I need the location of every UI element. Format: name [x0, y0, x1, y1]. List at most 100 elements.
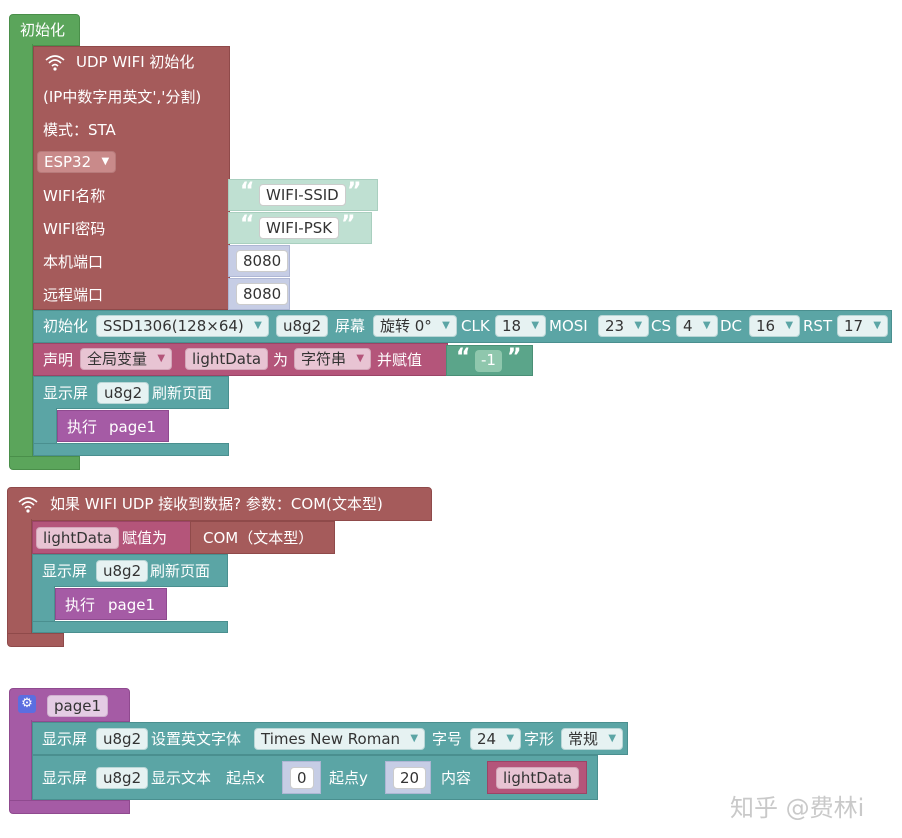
refresh-display-name[interactable]: u8g2	[97, 382, 150, 404]
event-refresh-spine	[32, 586, 55, 622]
refresh-display-label: 显示屏	[43, 384, 89, 402]
procedure-spine	[9, 720, 32, 804]
setup-refresh-foot	[33, 443, 229, 456]
udp-event-foot	[7, 633, 64, 647]
gear-icon[interactable]: ⚙	[18, 695, 36, 713]
show-text-display-name[interactable]: u8g2	[96, 767, 149, 789]
refresh-display-label: 显示屏	[42, 562, 88, 580]
chevron-down-icon: ▼	[785, 320, 794, 331]
chevron-down-icon: ▼	[531, 320, 540, 331]
assign-to-label: 赋值为	[122, 529, 168, 547]
procedure-name-input[interactable]: page1	[47, 695, 109, 717]
chevron-down-icon: ▼	[702, 320, 711, 331]
ip-note: (IP中数字用英文','分割)	[43, 88, 202, 106]
setup-block-label: 初始化	[20, 21, 66, 39]
local-port-label: 本机端口	[43, 253, 104, 271]
setup-refresh-spine	[33, 408, 57, 444]
chevron-down-icon: ▼	[506, 733, 515, 744]
psk-input[interactable]: WIFI-PSK	[259, 217, 340, 239]
setup-block-foot	[9, 456, 80, 470]
declare-label: 声明	[43, 351, 74, 369]
set-font-action-label: 设置英文字体	[151, 730, 242, 748]
ssid-input[interactable]: WIFI-SSID	[259, 184, 346, 206]
udp-receive-event-block[interactable]	[7, 487, 432, 521]
set-font-display-label: 显示屏	[42, 730, 88, 748]
setup-exec-page-block[interactable]	[57, 410, 169, 442]
exec-label: 执行	[67, 418, 98, 436]
udp-event-spine	[7, 519, 32, 641]
open-quote-icon: “	[240, 179, 255, 204]
cs-pin-dropdown[interactable]: 4▼	[676, 315, 718, 337]
rst-pin-dropdown[interactable]: 17▼	[837, 315, 889, 337]
chevron-down-icon: ▼	[634, 320, 643, 331]
exec-page-name: page1	[108, 596, 156, 614]
x-input[interactable]: 0	[290, 767, 314, 789]
display-name-input[interactable]: u8g2	[276, 315, 329, 337]
remote-port-input[interactable]: 8080	[236, 283, 289, 305]
open-quote-icon: “	[240, 212, 255, 237]
font-size-dropdown[interactable]: 24▼	[470, 728, 522, 750]
close-quote-icon: ”	[507, 345, 522, 370]
type-dropdown[interactable]: 字符串▼	[294, 348, 372, 370]
udp-wifi-init-block[interactable]	[33, 46, 230, 310]
event-refresh-foot	[32, 621, 228, 633]
y-input[interactable]: 20	[393, 767, 427, 789]
chevron-down-icon: ▼	[101, 156, 110, 167]
assign-label: 并赋值	[377, 351, 423, 369]
wifi-icon	[45, 55, 65, 71]
chevron-down-icon: ▼	[356, 353, 365, 364]
x-label: 起点x	[226, 769, 265, 787]
refresh-action-label: 刷新页面	[150, 562, 211, 580]
chevron-down-icon: ▼	[254, 320, 262, 331]
exec-label: 执行	[65, 596, 96, 614]
content-label: 内容	[441, 769, 472, 787]
psk-label: WIFI密码	[43, 220, 106, 238]
board-dropdown[interactable]: ESP32 ▼	[37, 151, 117, 173]
com-value-label: COM（文本型）	[203, 529, 314, 547]
font-style-dropdown[interactable]: 常规▼	[561, 728, 624, 750]
rst-label: RST	[803, 317, 833, 335]
font-size-label: 字号	[432, 730, 463, 748]
display-model-dropdown[interactable]: SSD1306(128×64)▼	[96, 315, 269, 337]
local-port-input[interactable]: 8080	[236, 250, 289, 272]
content-variable-name[interactable]: lightData	[496, 767, 580, 789]
rotation-dropdown[interactable]: 旋转 0°▼	[373, 315, 457, 337]
com-value-block[interactable]	[190, 521, 335, 554]
close-quote-icon: ”	[341, 212, 356, 237]
initial-value-input[interactable]: -1	[475, 350, 502, 372]
chevron-down-icon: ▼	[608, 733, 617, 744]
clk-pin-dropdown[interactable]: 18▼	[495, 315, 547, 337]
mosi-pin-dropdown[interactable]: 23▼	[598, 315, 650, 337]
close-quote-icon: ”	[347, 179, 362, 204]
wifi-icon	[18, 497, 38, 513]
font-style-label: 字形	[524, 730, 555, 748]
clk-label: CLK	[461, 317, 490, 335]
dc-label: DC	[720, 317, 743, 335]
ssid-label: WIFI名称	[43, 187, 106, 205]
refresh-action-label: 刷新页面	[152, 384, 213, 402]
chevron-down-icon: ▼	[442, 320, 450, 331]
chevron-down-icon: ▼	[873, 320, 882, 331]
cs-label: CS	[651, 317, 671, 335]
variable-name-input[interactable]: lightData	[185, 348, 269, 370]
open-quote-icon: “	[456, 345, 471, 370]
setup-block-spine	[9, 44, 33, 462]
screen-label: 屏幕	[335, 317, 366, 335]
wifi-mode: 模式：STA	[43, 121, 116, 139]
y-label: 起点y	[329, 769, 368, 787]
font-family-dropdown[interactable]: Times New Roman▼	[254, 728, 426, 750]
mosi-label: MOSI	[549, 317, 588, 335]
dc-pin-dropdown[interactable]: 16▼	[749, 315, 801, 337]
refresh-display-name[interactable]: u8g2	[96, 560, 149, 582]
assign-variable-name[interactable]: lightData	[36, 527, 120, 549]
chevron-down-icon: ▼	[157, 353, 166, 364]
show-text-display-label: 显示屏	[42, 769, 88, 787]
scope-dropdown[interactable]: 全局变量▼	[80, 348, 173, 370]
watermark: 知乎 @费林i	[730, 794, 865, 822]
set-font-display-name[interactable]: u8g2	[96, 728, 149, 750]
chevron-down-icon: ▼	[410, 733, 419, 744]
as-label: 为	[273, 351, 289, 369]
setup-block[interactable]	[9, 14, 80, 46]
exec-page-name: page1	[109, 418, 157, 436]
event-exec-page-block[interactable]	[55, 588, 167, 620]
